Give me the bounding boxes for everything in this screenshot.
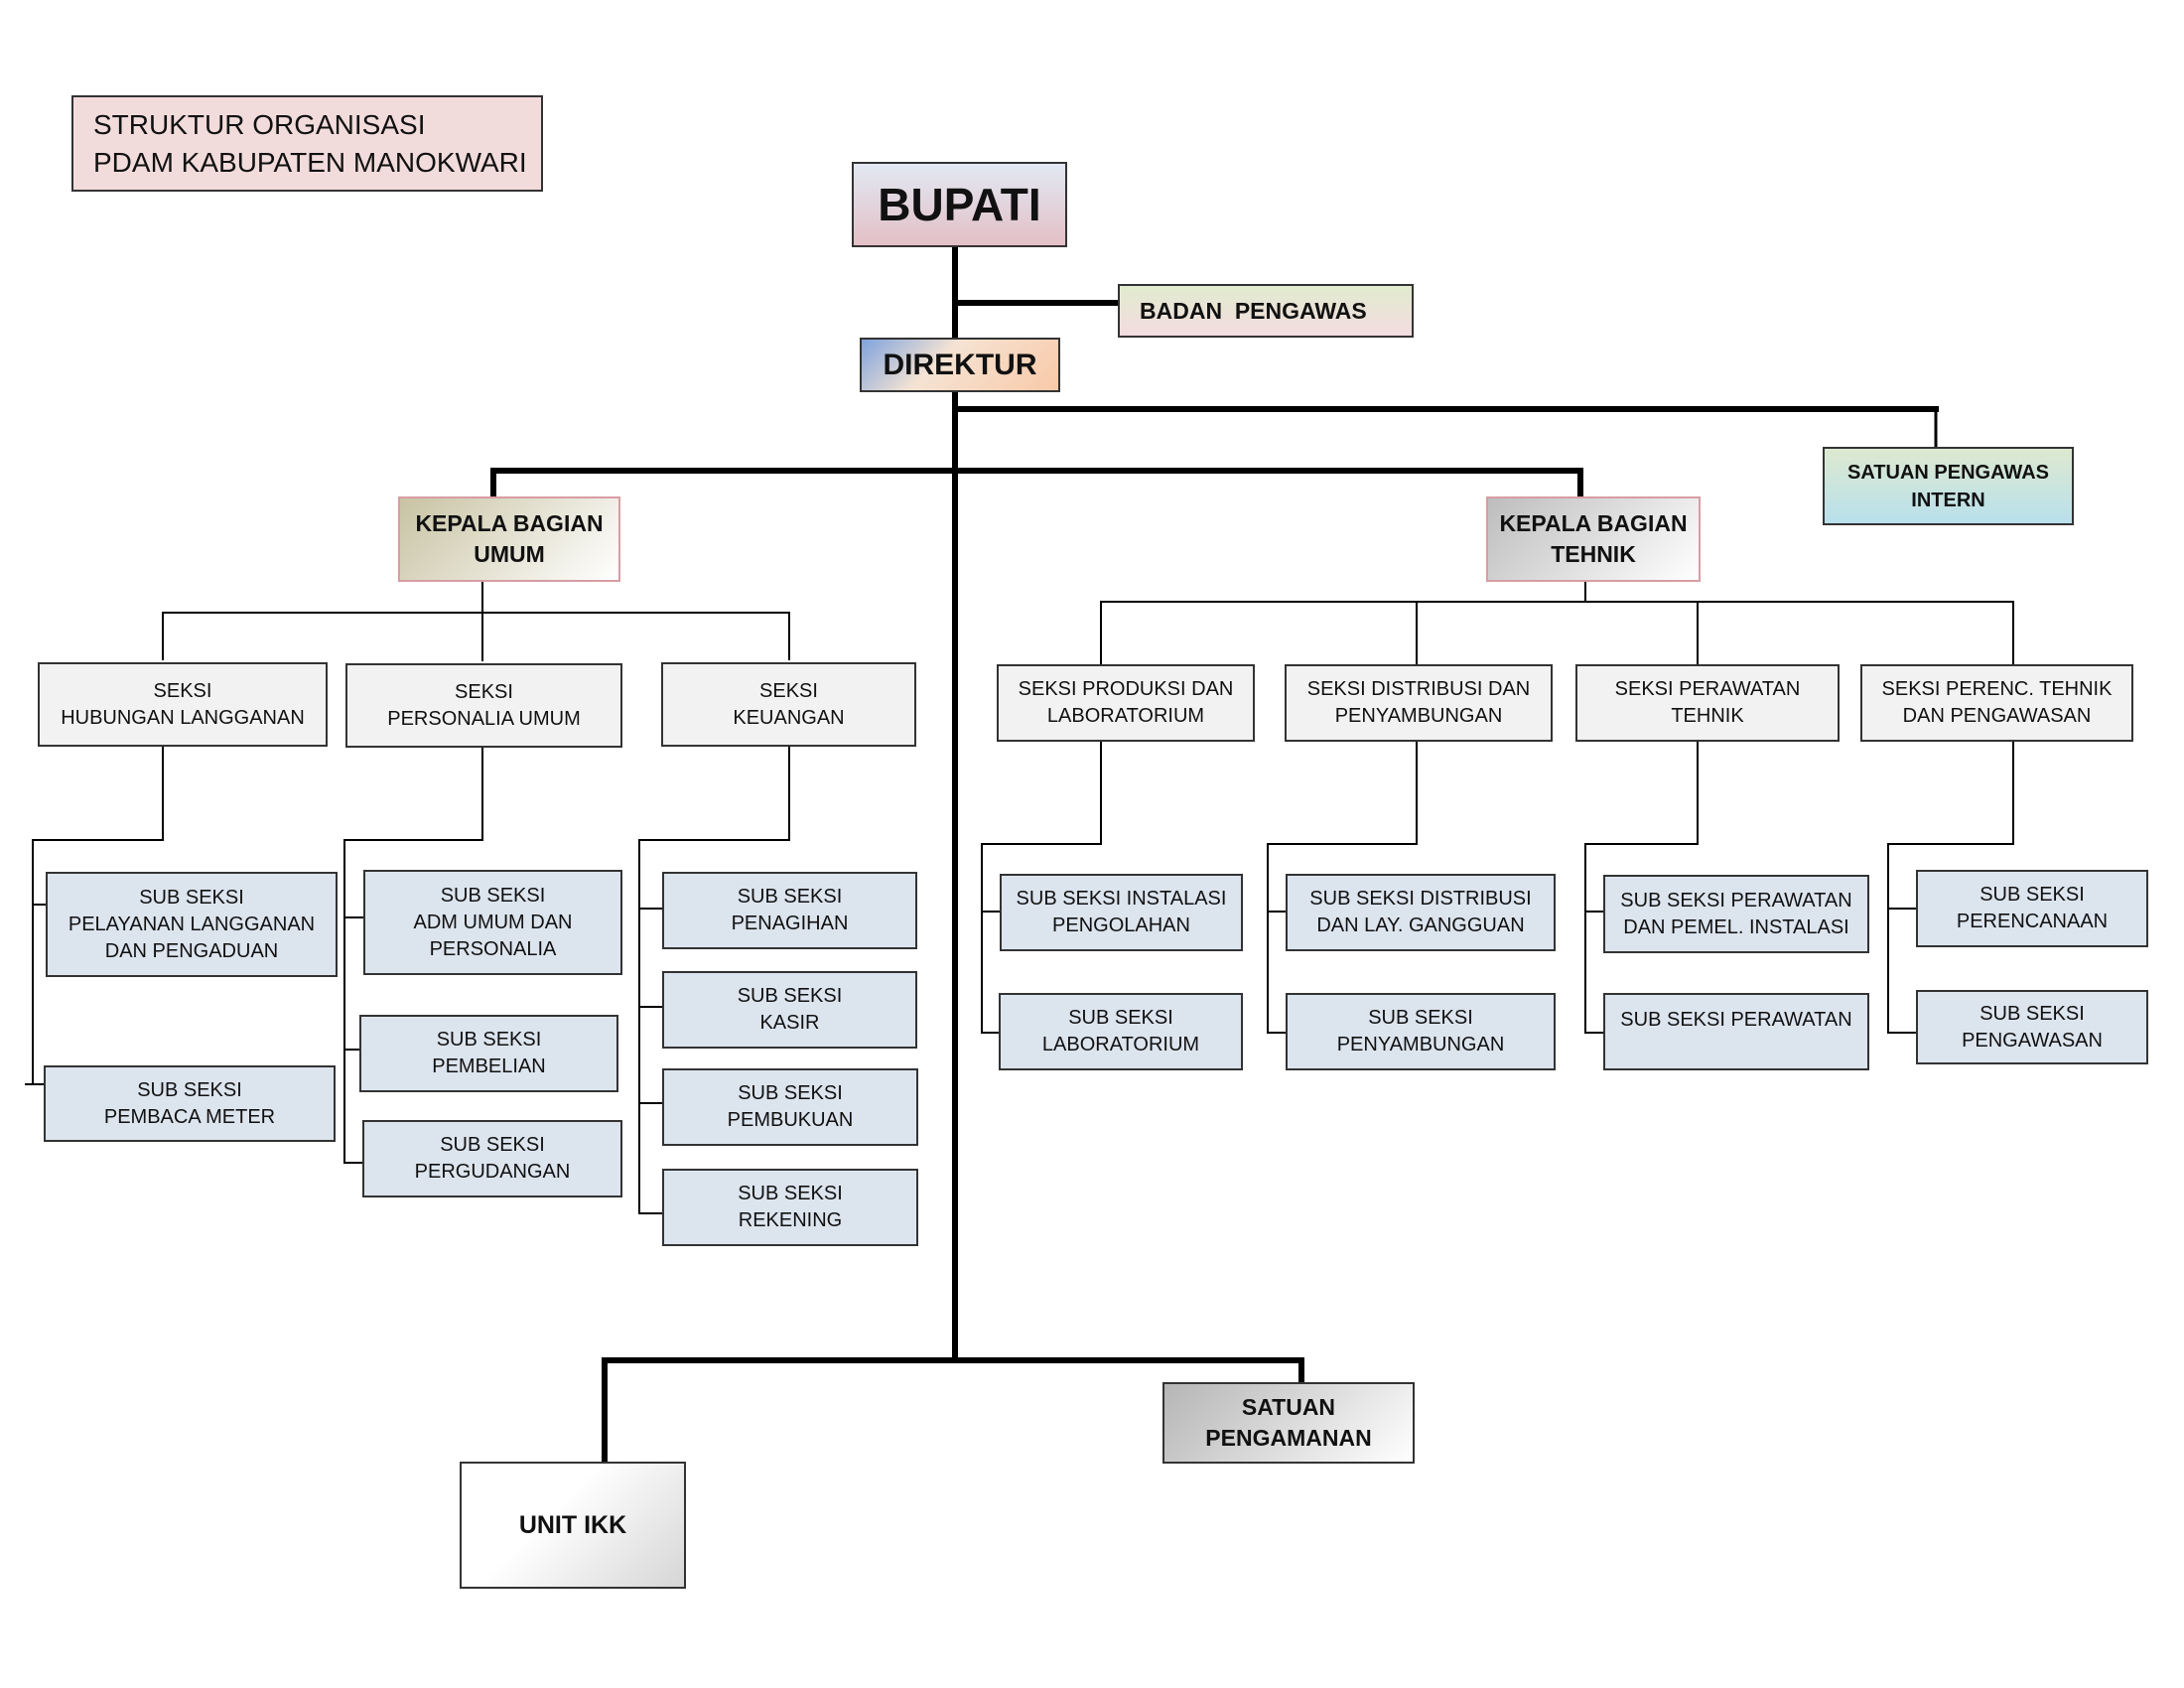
sub-seksi-penyambungan: SUB SEKSI PENYAMBUNGAN [1286, 993, 1556, 1070]
sub-seksi-label: SUB SEKSI PERAWATAN DAN PEMEL. INSTALASI [1620, 889, 1852, 938]
sub-seksi-adm-umum: SUB SEKSI ADM UMUM DAN PERSONALIA [363, 870, 622, 975]
satuan-pengamanan-label: SATUAN PENGAMANAN [1205, 1394, 1372, 1451]
sub-seksi-pembaca-meter: SUB SEKSI PEMBACA METER [44, 1065, 336, 1142]
badan-pengawas-label: BADAN PENGAWAS [1140, 297, 1367, 324]
seksi-label: SEKSI KEUANGAN [733, 679, 845, 729]
sub-seksi-label: SUB SEKSI PEMBACA METER [103, 1078, 276, 1128]
sub-seksi-label: SUB SEKSI INSTALASI PENGOLAHAN [1016, 888, 1227, 936]
sub-seksi-pergudangan: SUB SEKSI PERGUDANGAN [362, 1120, 622, 1197]
sub-seksi-pengawasan: SUB SEKSI PENGAWASAN [1916, 990, 2148, 1064]
sub-seksi-perawatan: SUB SEKSI PERAWATAN [1603, 993, 1869, 1070]
sub-seksi-kasir: SUB SEKSI KASIR [662, 971, 917, 1049]
bupati-label: BUPATI [878, 179, 1041, 230]
sub-seksi-label: SUB SEKSI PEMBELIAN [432, 1029, 546, 1077]
kabag-tehnik-box: KEPALA BAGIAN TEHNIK [1486, 496, 1701, 582]
direktur-box: DIREKTUR [860, 338, 1060, 392]
sub-seksi-label: SUB SEKSI REKENING [738, 1183, 843, 1231]
sub-seksi-pembukuan: SUB SEKSI PEMBUKUAN [662, 1068, 918, 1146]
sub-seksi-rekening: SUB SEKSI REKENING [662, 1169, 918, 1246]
sub-seksi-perawatan-instalasi: SUB SEKSI PERAWATAN DAN PEMEL. INSTALASI [1603, 875, 1869, 953]
bupati-box: BUPATI [852, 162, 1067, 247]
sub-seksi-label: SUB SEKSI PENGAWASAN [1962, 1002, 2103, 1052]
title-line-1: STRUKTUR ORGANISASI [93, 108, 426, 140]
sub-seksi-label: SUB SEKSI DISTRIBUSI DAN LAY. GANGGUAN [1309, 888, 1532, 936]
satuan-pengawas-intern-label: SATUAN PENGAWAS INTERN [1847, 461, 2049, 511]
sub-seksi-distribusi-gangguan: SUB SEKSI DISTRIBUSI DAN LAY. GANGGUAN [1286, 874, 1556, 951]
unit-ikk-label: UNIT IKK [518, 1510, 627, 1539]
seksi-keuangan: SEKSI KEUANGAN [661, 662, 916, 747]
seksi-hubungan-langganan: SEKSI HUBUNGAN LANGGANAN [38, 662, 328, 747]
kabag-umum-label: KEPALA BAGIAN UMUM [415, 510, 604, 567]
seksi-perencanaan: SEKSI PERENC. TEHNIK DAN PENGAWASAN [1860, 664, 2133, 742]
seksi-personalia-umum: SEKSI PERSONALIA UMUM [345, 663, 622, 748]
seksi-label: SEKSI PRODUKSI DAN LABORATORIUM [1018, 678, 1234, 727]
sub-seksi-pelayanan: SUB SEKSI PELAYANAN LANGGANAN DAN PENGAD… [46, 872, 338, 977]
sub-seksi-instalasi-pengolahan: SUB SEKSI INSTALASI PENGOLAHAN [1000, 874, 1243, 951]
unit-ikk-box: UNIT IKK [460, 1462, 686, 1589]
sub-seksi-pembelian: SUB SEKSI PEMBELIAN [359, 1015, 618, 1092]
sub-seksi-label: SUB SEKSI LABORATORIUM [1041, 1007, 1200, 1055]
sub-seksi-label: SUB SEKSI ADM UMUM DAN PERSONALIA [413, 884, 573, 960]
satuan-pengamanan-box: SATUAN PENGAMANAN [1162, 1382, 1415, 1464]
kabag-umum-box: KEPALA BAGIAN UMUM [398, 496, 620, 582]
seksi-produksi: SEKSI PRODUKSI DAN LABORATORIUM [997, 664, 1255, 742]
seksi-label: SEKSI PERENC. TEHNIK DAN PENGAWASAN [1881, 678, 2113, 727]
badan-pengawas-box: BADAN PENGAWAS [1118, 284, 1414, 338]
sub-seksi-label: SUB SEKSI KASIR [737, 985, 843, 1034]
title-line-2: PDAM KABUPATEN MANOKWARI [93, 146, 527, 178]
sub-seksi-label: SUB SEKSI PERENCANAAN [1956, 884, 2109, 932]
sub-seksi-penagihan: SUB SEKSI PENAGIHAN [662, 872, 917, 949]
direktur-label: DIREKTUR [883, 348, 1037, 381]
sub-seksi-label: SUB SEKSI PELAYANAN LANGGANAN DAN PENGAD… [68, 886, 316, 962]
seksi-label: SEKSI DISTRIBUSI DAN PENYAMBUNGAN [1306, 678, 1531, 727]
sub-seksi-label: SUB SEKSI PERAWATAN [1620, 1009, 1852, 1031]
sub-seksi-laboratorium: SUB SEKSI LABORATORIUM [999, 993, 1243, 1070]
sub-seksi-label: SUB SEKSI PERGUDANGAN [414, 1134, 571, 1183]
chart-title: STRUKTUR ORGANISASI PDAM KABUPATEN MANOK… [71, 95, 543, 192]
seksi-label: SEKSI PERSONALIA UMUM [387, 680, 581, 730]
seksi-label: SEKSI PERAWATAN TEHNIK [1614, 678, 1801, 727]
sub-seksi-label: SUB SEKSI PENAGIHAN [731, 886, 849, 934]
seksi-distribusi: SEKSI DISTRIBUSI DAN PENYAMBUNGAN [1285, 664, 1553, 742]
sub-seksi-label: SUB SEKSI PENYAMBUNGAN [1336, 1007, 1505, 1055]
seksi-perawatan: SEKSI PERAWATAN TEHNIK [1575, 664, 1840, 742]
kabag-tehnik-label: KEPALA BAGIAN TEHNIK [1499, 510, 1688, 567]
sub-seksi-label: SUB SEKSI PEMBUKUAN [727, 1082, 854, 1131]
satuan-pengawas-intern-box: SATUAN PENGAWAS INTERN [1823, 447, 2074, 525]
seksi-label: SEKSI HUBUNGAN LANGGANAN [61, 679, 305, 729]
sub-seksi-perencanaan: SUB SEKSI PERENCANAAN [1916, 870, 2148, 947]
